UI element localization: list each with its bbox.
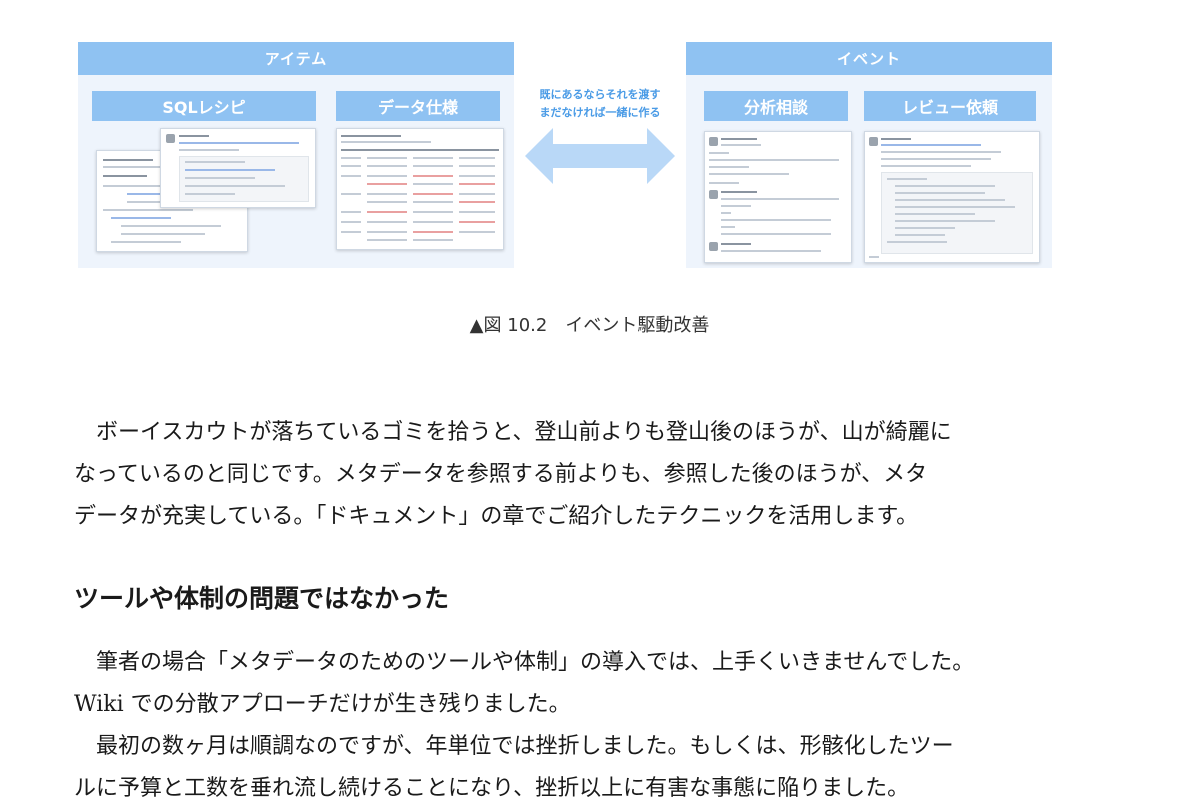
data-spec-thumbnail bbox=[336, 128, 504, 250]
data-spec-label: データ仕様 bbox=[336, 91, 500, 121]
paragraph-1-line: ボーイスカウトが落ちているゴミを拾うと、登山前よりも登山後のほうが、山が綺麗に bbox=[74, 420, 952, 445]
paragraph-2-line: 最初の数ヶ月は順調なのですが、年単位では挫折しました。もしくは、形骸化したツー bbox=[74, 734, 954, 759]
sql-recipe-thumbnail-front bbox=[160, 128, 316, 208]
paragraph-1-line: データが充実している。「ドキュメント」の章でご紹介したテクニックを活用します。 bbox=[74, 504, 919, 529]
analysis-consult-thumbnail bbox=[704, 131, 852, 263]
figure-caption: ▲図 10.2 イベント駆動改善 bbox=[469, 315, 710, 336]
middle-label: 既にあるならそれを渡す まだなければ一緒に作る bbox=[519, 86, 681, 122]
items-panel: アイテム SQLレシピ データ仕様 bbox=[78, 42, 514, 268]
paragraph-2: 筆者の場合「メタデータのためのツールや体制」の導入では、上手くいきませんでした。… bbox=[74, 642, 1114, 810]
paragraph-1: ボーイスカウトが落ちているゴミを拾うと、登山前よりも登山後のほうが、山が綺麗に … bbox=[74, 412, 1114, 538]
review-request-thumbnail bbox=[864, 131, 1040, 263]
paragraph-1-line: なっているのと同じです。メタデータを参照する前よりも、参照した後のほうが、メタ bbox=[74, 462, 928, 487]
analysis-consult-label: 分析相談 bbox=[704, 91, 848, 121]
events-panel: イベント 分析相談 レビュー依頼 bbox=[686, 42, 1052, 268]
review-request-label: レビュー依頼 bbox=[864, 91, 1036, 121]
items-panel-title: アイテム bbox=[78, 42, 514, 75]
paragraph-2-line: 筆者の場合「メタデータのためのツールや体制」の導入では、上手くいきませんでした。 bbox=[74, 650, 975, 675]
events-panel-title: イベント bbox=[686, 42, 1052, 75]
paragraph-2-line: Wiki での分散アプローチだけが生き残りました。 bbox=[74, 692, 571, 717]
middle-label-line2: まだなければ一緒に作る bbox=[539, 106, 661, 119]
section-heading: ツールや体制の問題ではなかった bbox=[74, 584, 450, 613]
double-arrow-icon bbox=[525, 128, 675, 184]
sql-recipe-label: SQLレシピ bbox=[92, 91, 316, 121]
middle-label-line1: 既にあるならそれを渡す bbox=[539, 88, 661, 101]
figure-event-driven: アイテム SQLレシピ データ仕様 bbox=[78, 42, 1052, 270]
paragraph-2-line: ルに予算と工数を垂れ流し続けることになり、挫折以上に有害な事態に陥りました。 bbox=[74, 776, 910, 801]
